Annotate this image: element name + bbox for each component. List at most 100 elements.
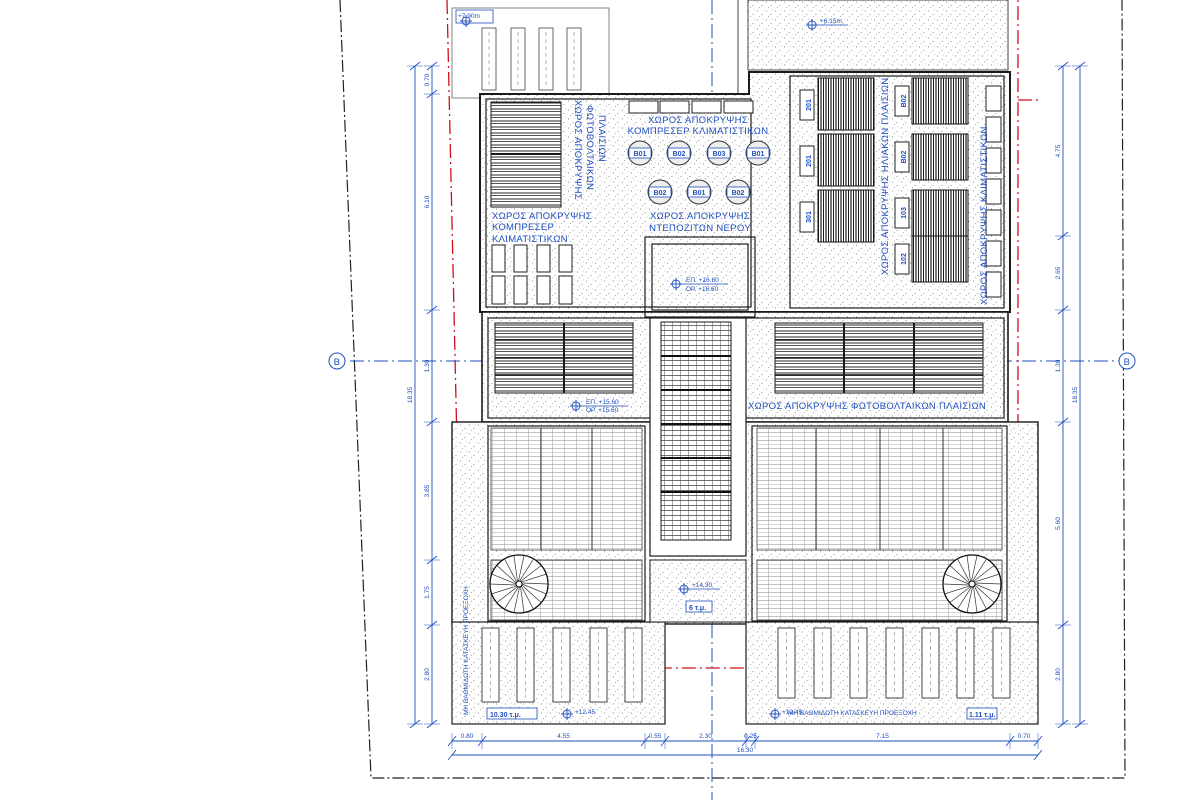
stair-tread xyxy=(949,586,971,603)
dim-tick xyxy=(1033,749,1043,761)
stair-tread xyxy=(974,583,1000,595)
dim-label: 1.30 xyxy=(424,359,431,372)
unit-tag-box xyxy=(707,147,731,159)
pv-tag-label: Β02 xyxy=(901,94,908,107)
unit-tag-box xyxy=(746,147,770,159)
unit-tag-label: Β02 xyxy=(732,190,745,197)
ac-box-far-right xyxy=(985,116,1002,143)
area-bottom-left: 10.30 τ.μ. xyxy=(490,712,521,719)
ac-box-far-right xyxy=(985,240,1002,267)
ac-box-far-right xyxy=(985,85,1002,112)
dim-label: 0.70 xyxy=(424,73,431,86)
dim-label: 7.15 xyxy=(876,733,889,740)
pv-block-lower-right xyxy=(751,425,1008,622)
level-marker-top-left: +7.90m xyxy=(455,9,494,27)
pv-tag-label: 301 xyxy=(806,211,813,223)
pv-tag-label: 201 xyxy=(806,99,813,111)
ac-box-far-right xyxy=(985,178,1002,205)
parking-slot-top xyxy=(481,27,497,91)
bottom-slot xyxy=(516,627,535,703)
stair-tread xyxy=(521,583,547,595)
dim-label: 2.80 xyxy=(1055,668,1062,681)
label-non-built-left: ΜΗ ΒΑΘΜΙΔΩΤΗ ΚΑΤΑΣΚΕΥΗ ΠΡΟΕΞΟΧΗ xyxy=(463,586,470,715)
pv-stack-col2 xyxy=(911,77,969,125)
dim-label: 3.85 xyxy=(424,484,431,497)
level-bottom-left: +12.45 xyxy=(575,709,595,716)
bottom-slot xyxy=(552,627,571,703)
ac-compressor-boxes xyxy=(628,100,754,114)
dim-label: 4.55 xyxy=(557,733,570,740)
label-compressor-top-1: ΧΩΡΟΣ ΑΠΟΚΡΥΨΗΣ xyxy=(648,115,748,126)
ac-box-left xyxy=(536,275,551,305)
stair-tread xyxy=(973,585,987,610)
stair-tread xyxy=(496,565,517,584)
unit-tag-label: Β01 xyxy=(752,151,765,158)
level-center-upper-1: ΕΠ. +16.60 xyxy=(686,277,719,284)
dim-label: 2.80 xyxy=(424,668,431,681)
ac-box-left xyxy=(491,275,506,305)
pv-stack-col2 xyxy=(911,235,969,283)
pv-block-middle-right xyxy=(774,322,984,394)
stair-tread xyxy=(520,586,525,613)
unit-tag-box xyxy=(648,186,672,198)
pv-tag-frame xyxy=(799,89,815,121)
stair-tread xyxy=(949,565,970,584)
ac-box-far-right xyxy=(985,209,1002,236)
label-non-built-bottom: ΜΗ ΒΑΘΜΙΔΩΤΗ ΚΑΤΑΣΚΕΥΗ ΠΡΟΕΞΟΧΗ xyxy=(788,710,917,717)
dim-label: 2.65 xyxy=(1055,266,1062,279)
ac-box-far-right xyxy=(985,147,1002,174)
ac-box xyxy=(659,100,690,114)
pv-tag-label: Β02 xyxy=(901,150,908,163)
stair-tread xyxy=(973,586,978,613)
label-compressor-left-3: ΚΛΙΜΑΤΙΣΤΙΚΩΝ xyxy=(492,234,568,245)
ac-box xyxy=(628,100,659,114)
parking-slot-top xyxy=(538,27,554,91)
pv-stack-col1 xyxy=(817,133,875,187)
stair-tread xyxy=(942,583,970,586)
stair-tread xyxy=(974,582,1002,585)
unit-tag-box xyxy=(726,186,750,198)
bottom-slot xyxy=(481,627,500,703)
stair-tread xyxy=(504,586,519,610)
plot-boundary xyxy=(339,0,1126,779)
spiral-staircases xyxy=(489,554,1002,614)
pv-block-top-left xyxy=(490,101,562,208)
unit-tag-label: Β03 xyxy=(713,151,726,158)
stair-tread xyxy=(496,586,518,603)
level-center-mid-2: ΟΡ. +15.60 xyxy=(586,407,619,414)
stair-tread xyxy=(513,555,518,582)
stair-tread xyxy=(491,585,517,595)
ac-box xyxy=(723,100,754,114)
dim-total-label: 18.35 xyxy=(407,386,414,403)
level-marker-center-upper: ΕΠ. +16.60 ΟΡ. +16.60 xyxy=(670,277,728,293)
label-compressor-left-1: ΧΩΡΟΣ ΑΠΟΚΡΥΨΗΣ xyxy=(492,211,592,222)
level-top-left: +7.90m xyxy=(458,13,480,20)
stair-tread xyxy=(504,558,518,583)
unit-tag-label: Β02 xyxy=(654,190,667,197)
ac-box xyxy=(691,100,722,114)
label-pv-left-3: ΠΛΑΙΣΙΩΝ xyxy=(596,115,607,162)
label-compressor-left: ΧΩΡΟΣ ΑΠΟΚΡΥΨΗΣ ΚΟΜΠΡΕΣΕΡ ΚΛΙΜΑΤΙΣΤΙΚΩΝ xyxy=(492,211,592,245)
dim-label: 0.25 xyxy=(744,733,757,740)
grid-bubble-right: B xyxy=(1118,352,1136,370)
stair-tread xyxy=(521,582,549,585)
bottom-slot xyxy=(589,627,608,703)
stair-core xyxy=(968,580,976,588)
pv-block-middle-left xyxy=(494,322,634,394)
pv-stack-col1 xyxy=(817,189,875,243)
ac-compressor-boxes-left xyxy=(491,244,573,305)
level-marker-center-mid: ΕΠ. +15.60 ΟΡ. +15.60 xyxy=(570,399,628,414)
level-top-right: +6.15m xyxy=(820,18,842,25)
stair-tread xyxy=(974,584,995,603)
dim-tick xyxy=(447,749,457,761)
ac-box-left xyxy=(513,244,528,273)
label-pv-vertical-right: ΧΩΡΟΣ ΑΠΟΚΡΥΨΗΣ ΗΛΙΑΚΩΝ ΠΛΑΙΣΙΩΝ ΧΩΡΟΣ Α… xyxy=(880,78,990,305)
ac-box-left xyxy=(558,275,573,305)
stair-tread xyxy=(520,565,542,582)
label-pv-middle: ΧΩΡΟΣ ΑΠΟΚΡΥΨΗΣ ΦΩΤΟΒΟΛΤΑΙΚΩΝ ΠΛΑΙΣΙΩΝ xyxy=(748,401,986,412)
